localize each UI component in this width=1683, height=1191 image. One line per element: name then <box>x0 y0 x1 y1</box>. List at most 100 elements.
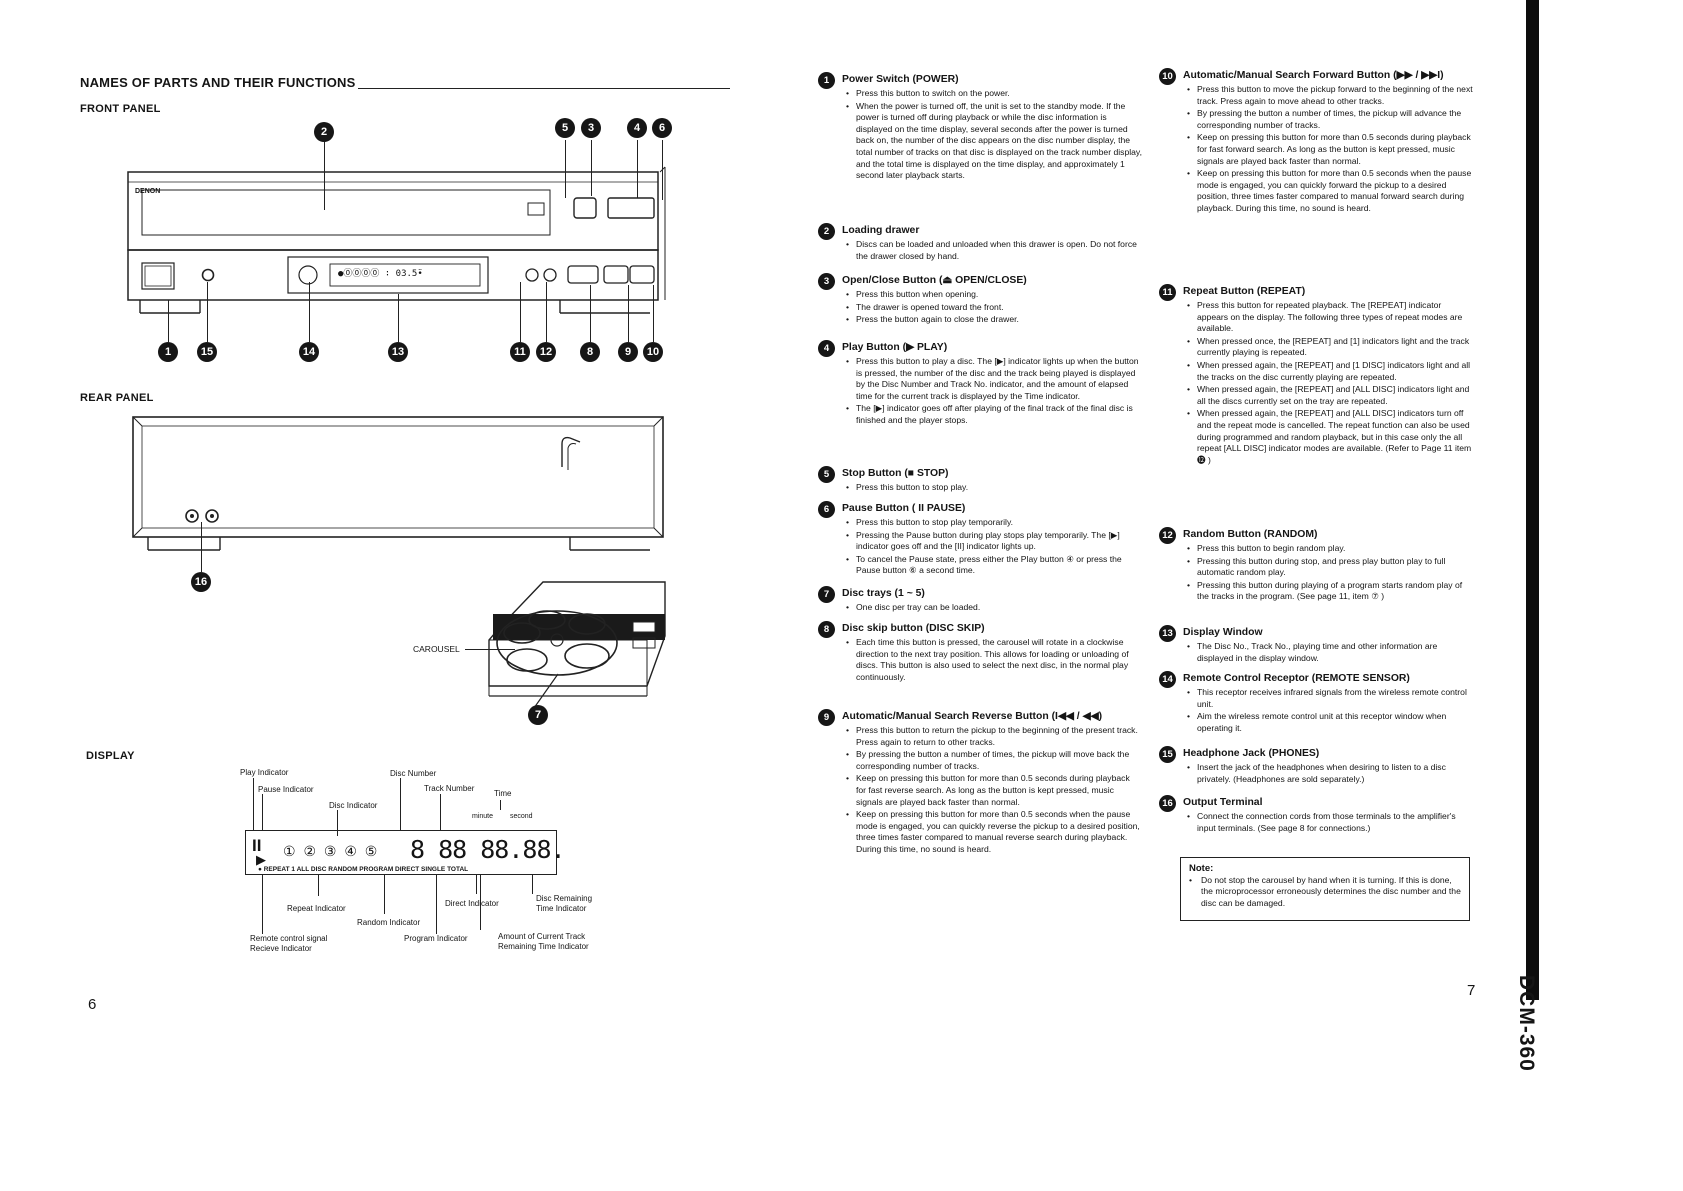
section-number-badge: 12 <box>1159 527 1176 544</box>
note-label: Note: <box>1189 863 1214 874</box>
lcd-digits: 8 88 88.88. <box>410 835 566 864</box>
time-label: Time <box>494 789 512 798</box>
section-title: Headphone Jack (PHONES) <box>1183 748 1320 759</box>
callout-10: 10 <box>643 342 663 362</box>
section-number-badge: 16 <box>1159 795 1176 812</box>
section-item: When pressed again, the [REPEAT] and [1 … <box>1187 360 1473 383</box>
section-2: 2 Loading drawerDiscs can be loaded and u… <box>818 223 1142 263</box>
second-label: second <box>510 813 533 820</box>
program-indicator-label: Program Indicator <box>404 934 468 943</box>
section-title: Play Button (▶ PLAY) <box>842 342 948 353</box>
section-item: Press this button when opening. <box>846 289 1142 301</box>
section-item: Press this button to move the pickup for… <box>1187 84 1473 107</box>
section-item: Press this button to begin random play. <box>1187 543 1473 555</box>
section-8: 8 Disc skip button (DISC SKIP) Each time t… <box>818 621 1142 684</box>
callout-15: 15 <box>197 342 217 362</box>
section-title: Automatic/Manual Search Reverse Button (… <box>842 711 1103 722</box>
section-title: Output Terminal <box>1183 797 1263 808</box>
section-item: When pressed once, the [REPEAT] and [1] … <box>1187 336 1473 359</box>
section-item: Connect the connection cords from those … <box>1187 811 1473 834</box>
callout-7: 7 <box>528 705 548 725</box>
callout-11: 11 <box>510 342 530 362</box>
callout-6: 6 <box>652 118 672 138</box>
front-display-readout: ●⓪⓪⓪⓪ ∶ 03.5̈• <box>338 269 423 279</box>
remote-signal-label: Remote control signal Recieve Indicator <box>250 934 328 953</box>
section-title: Repeat Button (REPEAT) <box>1183 286 1306 297</box>
disc-indicator-label: Disc Indicator <box>329 801 378 810</box>
section-item: Pressing this button during stop, and pr… <box>1187 556 1473 579</box>
callout-5: 5 <box>555 118 575 138</box>
edge-bar <box>1526 0 1539 1000</box>
section-title: Pause Button ( II PAUSE) <box>842 503 966 514</box>
disc-number-label: Disc Number <box>390 769 437 778</box>
callout-8: 8 <box>580 342 600 362</box>
section-number-badge: 5 <box>818 466 835 483</box>
callout-4: 4 <box>627 118 647 138</box>
section-item: To cancel the Pause state, press either … <box>846 554 1142 577</box>
front-panel-label: FRONT PANEL <box>80 103 161 115</box>
section-item: Pressing the Pause button during play st… <box>846 530 1142 553</box>
front-brand: DENON <box>135 188 161 195</box>
front-panel-diagram <box>127 166 666 314</box>
display-label: DISPLAY <box>86 750 135 762</box>
callout-3: 3 <box>581 118 601 138</box>
section-item: Press this button to return the pickup t… <box>846 725 1142 748</box>
section-number-badge: 3 <box>818 273 835 290</box>
section-number-badge: 8 <box>818 621 835 638</box>
callout-14: 14 <box>299 342 319 362</box>
section-title: Disc skip button (DISC SKIP) <box>842 623 985 634</box>
section-item: Press this button to stop play. <box>846 482 1142 494</box>
page-number-right: 7 <box>1467 982 1476 999</box>
title-rule <box>358 88 730 89</box>
section-5: 5 Stop Button (■ STOP) Press this button t… <box>818 466 1142 495</box>
section-number-badge: 2 <box>818 223 835 240</box>
section-item: By pressing the button a number of times… <box>1187 108 1473 131</box>
track-number-label: Track Number <box>424 784 475 793</box>
section-item: This receptor receives infrared signals … <box>1187 687 1473 710</box>
section-16: 16 Output TerminalConnect the connection … <box>1159 795 1473 835</box>
section-item: Keep on pressing this button for more th… <box>1187 168 1473 214</box>
section-number-badge: 7 <box>818 586 835 603</box>
section-item: Press the button again to close the draw… <box>846 314 1142 326</box>
lcd-display <box>245 830 557 875</box>
play-symbol: ▶ <box>256 852 266 867</box>
note-text: •Do not stop the carousel by hand when i… <box>1189 874 1461 908</box>
section-item: Press this button for repeated playback.… <box>1187 300 1473 335</box>
section-item: When pressed again, the [REPEAT] and [AL… <box>1187 384 1473 407</box>
section-title: Automatic/Manual Search Forward Button (… <box>1183 70 1444 81</box>
section-item: By pressing the button a number of times… <box>846 749 1142 772</box>
section-item: Press this button to switch on the power… <box>846 88 1142 100</box>
section-item: One disc per tray can be loaded. <box>846 602 1142 614</box>
section-item: Discs can be loaded and unloaded when th… <box>846 239 1142 262</box>
section-item: Keep on pressing this button for more th… <box>1187 132 1473 167</box>
direct-indicator-label: Direct Indicator <box>445 899 499 908</box>
section-item: Keep on pressing this button for more th… <box>846 809 1142 855</box>
section-number-badge: 4 <box>818 340 835 357</box>
section-title: Loading drawer <box>842 225 920 236</box>
play-indicator-label: Play Indicator <box>240 768 289 777</box>
section-item: Press this button to stop play temporari… <box>846 517 1142 529</box>
section-item: Insert the jack of the headphones when d… <box>1187 762 1473 785</box>
section-10: 10 Automatic/Manual Search Forward Button… <box>1159 68 1473 216</box>
callout-9: 9 <box>618 342 638 362</box>
amount-current-label: Amount of Current Track Remaining Time I… <box>498 932 589 951</box>
note-box: Note: •Do not stop the carousel by hand … <box>1180 857 1470 921</box>
section-number-badge: 10 <box>1159 68 1176 85</box>
section-item: Pressing this button during playing of a… <box>1187 580 1473 603</box>
section-title: Display Window <box>1183 627 1263 638</box>
minute-label: minute <box>472 813 494 820</box>
section-number-badge: 13 <box>1159 625 1176 642</box>
pause-symbol: II <box>252 836 262 855</box>
carousel-label: CAROUSEL <box>413 644 460 654</box>
section-number-badge: 1 <box>818 72 835 89</box>
section-item: The [▶] indicator goes off after playing… <box>846 403 1142 426</box>
section-title: Stop Button (■ STOP) <box>842 468 949 479</box>
section-item: Each time this button is pressed, the ca… <box>846 637 1142 683</box>
section-number-badge: 14 <box>1159 671 1176 688</box>
